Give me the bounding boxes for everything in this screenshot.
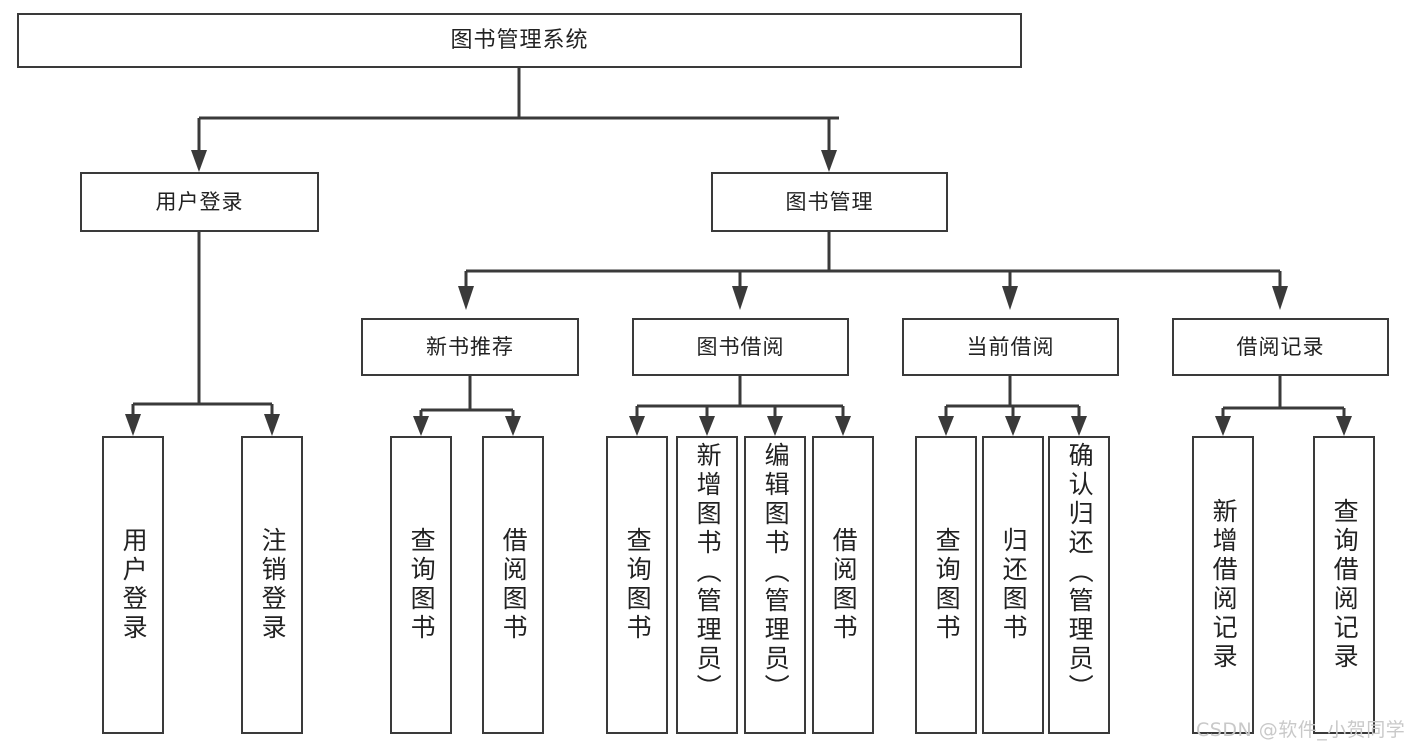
node-leaf-query-book-3[interactable]: 查询图书 <box>915 436 977 734</box>
node-leaf-return-book[interactable]: 归还图书 <box>982 436 1044 734</box>
node-leaf-borrow-book-1[interactable]: 借阅图书 <box>482 436 544 734</box>
node-book-manage-label: 图书管理 <box>785 189 874 214</box>
node-borrow-record[interactable]: 借阅记录 <box>1172 318 1389 376</box>
node-leaf-add-record[interactable]: 新增借阅记录 <box>1192 436 1254 734</box>
node-leaf-borrow-book-1-label: 借阅图书 <box>499 527 529 643</box>
node-leaf-query-record-label: 查询借阅记录 <box>1330 498 1360 672</box>
node-leaf-edit-book-label: 编辑图书（管理员） <box>761 442 791 703</box>
node-leaf-add-book[interactable]: 新增图书（管理员） <box>676 436 738 734</box>
node-leaf-confirm-return-label: 确认归还（管理员） <box>1065 442 1095 703</box>
node-leaf-query-book-1-label: 查询图书 <box>407 527 437 643</box>
node-leaf-user-login-label: 用户登录 <box>119 527 149 643</box>
node-leaf-add-book-label: 新增图书（管理员） <box>693 442 723 703</box>
node-leaf-user-login[interactable]: 用户登录 <box>102 436 164 734</box>
node-leaf-user-logout-label: 注销登录 <box>258 527 288 643</box>
node-leaf-query-book-2-label: 查询图书 <box>623 527 653 643</box>
node-leaf-edit-book[interactable]: 编辑图书（管理员） <box>744 436 806 734</box>
node-borrow-record-label: 借阅记录 <box>1236 334 1325 359</box>
node-book-borrow-label: 图书借阅 <box>696 334 785 359</box>
node-root-label: 图书管理系统 <box>450 27 589 53</box>
node-leaf-borrow-book-2[interactable]: 借阅图书 <box>812 436 874 734</box>
node-new-book-recommend[interactable]: 新书推荐 <box>361 318 579 376</box>
node-current-borrow-label: 当前借阅 <box>966 334 1055 359</box>
node-leaf-borrow-book-2-label: 借阅图书 <box>829 527 859 643</box>
node-book-borrow[interactable]: 图书借阅 <box>632 318 849 376</box>
node-leaf-query-record[interactable]: 查询借阅记录 <box>1313 436 1375 734</box>
node-leaf-return-book-label: 归还图书 <box>999 527 1029 643</box>
node-root[interactable]: 图书管理系统 <box>17 13 1022 68</box>
node-leaf-query-book-3-label: 查询图书 <box>932 527 962 643</box>
node-leaf-query-book-1[interactable]: 查询图书 <box>390 436 452 734</box>
node-leaf-user-logout[interactable]: 注销登录 <box>241 436 303 734</box>
node-user-login-label: 用户登录 <box>155 189 244 214</box>
node-new-book-recommend-label: 新书推荐 <box>426 334 514 359</box>
node-leaf-query-book-2[interactable]: 查询图书 <box>606 436 668 734</box>
node-user-login[interactable]: 用户登录 <box>80 172 319 232</box>
node-leaf-confirm-return[interactable]: 确认归还（管理员） <box>1048 436 1110 734</box>
node-current-borrow[interactable]: 当前借阅 <box>902 318 1119 376</box>
node-leaf-add-record-label: 新增借阅记录 <box>1209 498 1239 672</box>
node-book-manage[interactable]: 图书管理 <box>711 172 948 232</box>
